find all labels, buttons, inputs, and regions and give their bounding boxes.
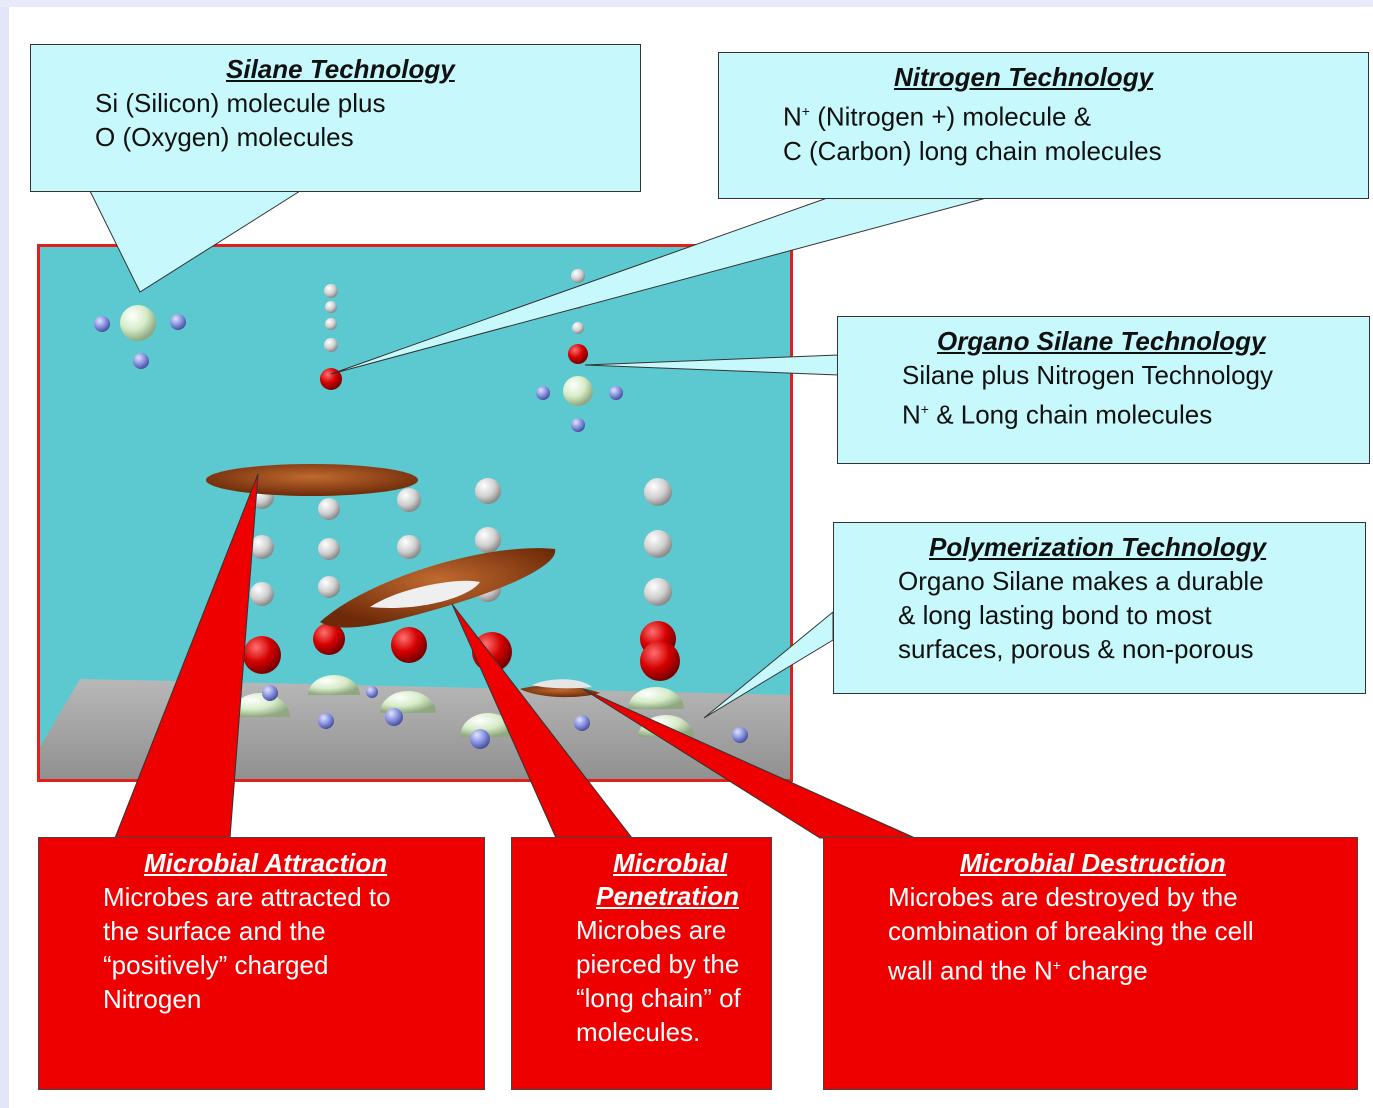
penetration-line-3: “long chain” of [576, 983, 741, 1013]
destruction-line-3-end: charge [1060, 955, 1148, 986]
attraction-line-3: “positively” charged [103, 950, 329, 980]
penetration-line-2: pierced by the [576, 949, 740, 979]
nitrogen-charge: + [801, 103, 810, 119]
organo-charge: + [920, 401, 929, 417]
destruction-callout: Microbial Destruction Microbes are destr… [823, 837, 1358, 1090]
molecule-scene-graphic [40, 269, 790, 779]
silane-line-1: Si (Silicon) molecule plus [95, 88, 386, 118]
microbes [206, 464, 600, 698]
destruction-line-3-text: wall and the N [888, 955, 1053, 986]
nitrogen-line-2: C (Carbon) long chain molecules [783, 135, 1162, 166]
silane-title: Silane Technology [226, 54, 455, 84]
nitrogen-line-1: N+ (Nitrogen +) molecule & [783, 94, 1368, 134]
attraction-callout: Microbial Attraction Microbes are attrac… [38, 837, 485, 1090]
attraction-line-1: Microbes are attracted to [103, 882, 391, 912]
attraction-line-4: Nitrogen [103, 984, 202, 1014]
nitrogen-chain-molecule [320, 284, 342, 390]
destruction-line-1: Microbes are destroyed by the [888, 882, 1238, 912]
organo-line-2-text: & Long chain molecules [928, 399, 1213, 430]
page-frame-left [0, 0, 9, 1108]
nitrogen-symbol: N [783, 101, 802, 132]
page-frame-top [0, 0, 1373, 7]
nitrogen-line-1-text: (Nitrogen +) molecule & [809, 101, 1092, 132]
penetration-title-2: Penetration [596, 881, 740, 911]
silane-callout: Silane Technology Si (Silicon) molecule … [30, 44, 641, 192]
attraction-line-2: the surface and the [103, 916, 326, 946]
polymer-callout: Polymerization Technology Organo Silane … [833, 522, 1366, 694]
penetration-callout: Microbial Penetration Microbes are pierc… [511, 837, 772, 1090]
penetration-line-4: molecules. [576, 1017, 701, 1047]
molecule-scene [37, 244, 793, 782]
polymer-line-1: Organo Silane makes a durable [898, 566, 1264, 596]
silane-line-2: O (Oxygen) molecules [95, 122, 354, 152]
destruction-line-2: combination of breaking the cell [888, 916, 1254, 946]
nitrogen-title: Nitrogen Technology [894, 62, 1154, 92]
organo-line-1: Silane plus Nitrogen Technology [902, 360, 1273, 390]
polymer-line-2: & long lasting bond to most [898, 600, 1212, 630]
destruction-line-3: wall and the N+ charge [888, 948, 1357, 988]
nitrogen-callout: Nitrogen Technology N+ (Nitrogen +) mole… [718, 52, 1369, 199]
organo-title: Organo Silane Technology [937, 326, 1266, 356]
organo-n-symbol: N [902, 399, 921, 430]
attraction-title: Microbial Attraction [144, 848, 388, 878]
organo-line-2: N+ & Long chain molecules [902, 392, 1369, 432]
penetration-line-1: Microbes are [576, 915, 727, 945]
polymer-line-3: surfaces, porous & non-porous [898, 634, 1254, 664]
destruction-title: Microbial Destruction [960, 848, 1226, 878]
silane-molecule [94, 305, 186, 369]
organo-callout: Organo Silane Technology Silane plus Nit… [837, 316, 1370, 464]
organo-silane-molecule [536, 269, 623, 432]
destruction-charge: + [1052, 957, 1061, 973]
penetration-title-1: Microbial [613, 848, 728, 878]
polymer-title: Polymerization Technology [929, 532, 1267, 562]
